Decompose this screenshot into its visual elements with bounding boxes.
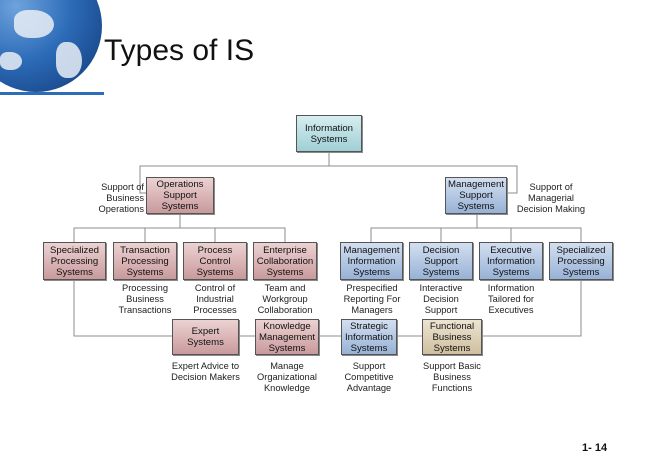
management-information-systems-box: Management Information Systems — [340, 242, 403, 280]
connector — [370, 214, 478, 242]
decision-support-systems-box: Decision Support Systems — [409, 242, 473, 280]
connector — [477, 227, 582, 242]
connector — [180, 227, 286, 242]
transaction-processing-systems-box: Transaction Processing Systems — [113, 242, 177, 280]
box-label: Transaction Processing Systems — [120, 244, 170, 278]
decision-support-desc: Interactive Decision Support — [419, 283, 463, 315]
globe-land — [14, 10, 54, 38]
knowledge-management-desc: Manage Organizational Knowledge — [257, 361, 317, 393]
box-label: Strategic Information Systems — [345, 320, 393, 354]
operations-note: Support of Business Operations — [98, 182, 144, 214]
executive-information-desc: Information Tailored for Executives — [487, 283, 535, 315]
specialized-processing-systems-box: Specialized Processing Systems — [43, 242, 106, 280]
connector — [482, 280, 582, 337]
box-label: Specialized Processing Systems — [49, 244, 100, 278]
box-label: Operations Support Systems — [156, 179, 204, 212]
box-label: Information Systems — [305, 122, 353, 145]
connector — [139, 152, 330, 194]
enterprise-collaboration-systems-box: Enterprise Collaboration Systems — [253, 242, 317, 280]
process-control-systems-box: Process Control Systems — [183, 242, 247, 280]
connector — [73, 280, 172, 337]
functional-business-desc: Support Basic Business Functions — [423, 361, 481, 393]
expert-systems-box: Expert Systems — [172, 319, 239, 355]
box-label: Management Information Systems — [343, 244, 400, 278]
globe-land — [56, 42, 82, 78]
expert-systems-desc: Expert Advice to Decision Makers — [171, 361, 240, 382]
box-label: Decision Support Systems — [422, 244, 460, 278]
box-label: Knowledge Management Systems — [259, 320, 315, 354]
process-control-desc: Control of Industrial Processes — [193, 283, 237, 315]
management-note: Support of Managerial Decision Making — [516, 182, 586, 214]
globe-land — [0, 52, 22, 70]
connector — [73, 214, 181, 242]
box-label: Process Control Systems — [196, 244, 234, 278]
box-label: Enterprise Collaboration Systems — [256, 244, 314, 278]
title-underline — [0, 92, 104, 95]
enterprise-collaboration-desc: Team and Workgroup Collaboration — [257, 283, 313, 315]
globe-logo — [0, 0, 102, 92]
box-label: Expert Systems — [187, 326, 224, 348]
box-label: Functional Business Systems — [429, 320, 475, 354]
box-label: Management Support Systems — [448, 179, 504, 212]
management-information-desc: Prespecified Reporting For Managers — [343, 283, 401, 315]
specialized-processing-systems-mgmt-box: Specialized Processing Systems — [549, 242, 613, 280]
knowledge-management-systems-box: Knowledge Management Systems — [255, 319, 319, 355]
slide-title: Types of IS — [104, 34, 255, 67]
executive-information-systems-box: Executive Information Systems — [479, 242, 543, 280]
operations-support-systems-box: Operations Support Systems — [146, 177, 214, 214]
functional-business-systems-box: Functional Business Systems — [422, 319, 482, 355]
information-systems-box: Information Systems — [296, 115, 362, 152]
box-label: Specialized Processing Systems — [556, 244, 606, 278]
transaction-processing-desc: Processing Business Transactions — [118, 283, 172, 315]
strategic-information-desc: Support Competitive Advantage — [344, 361, 394, 393]
strategic-information-systems-box: Strategic Information Systems — [341, 319, 397, 355]
page-number: 1- 14 — [582, 442, 608, 454]
management-support-systems-box: Management Support Systems — [445, 177, 507, 214]
box-label: Executive Information Systems — [487, 244, 535, 278]
connector — [329, 165, 518, 194]
